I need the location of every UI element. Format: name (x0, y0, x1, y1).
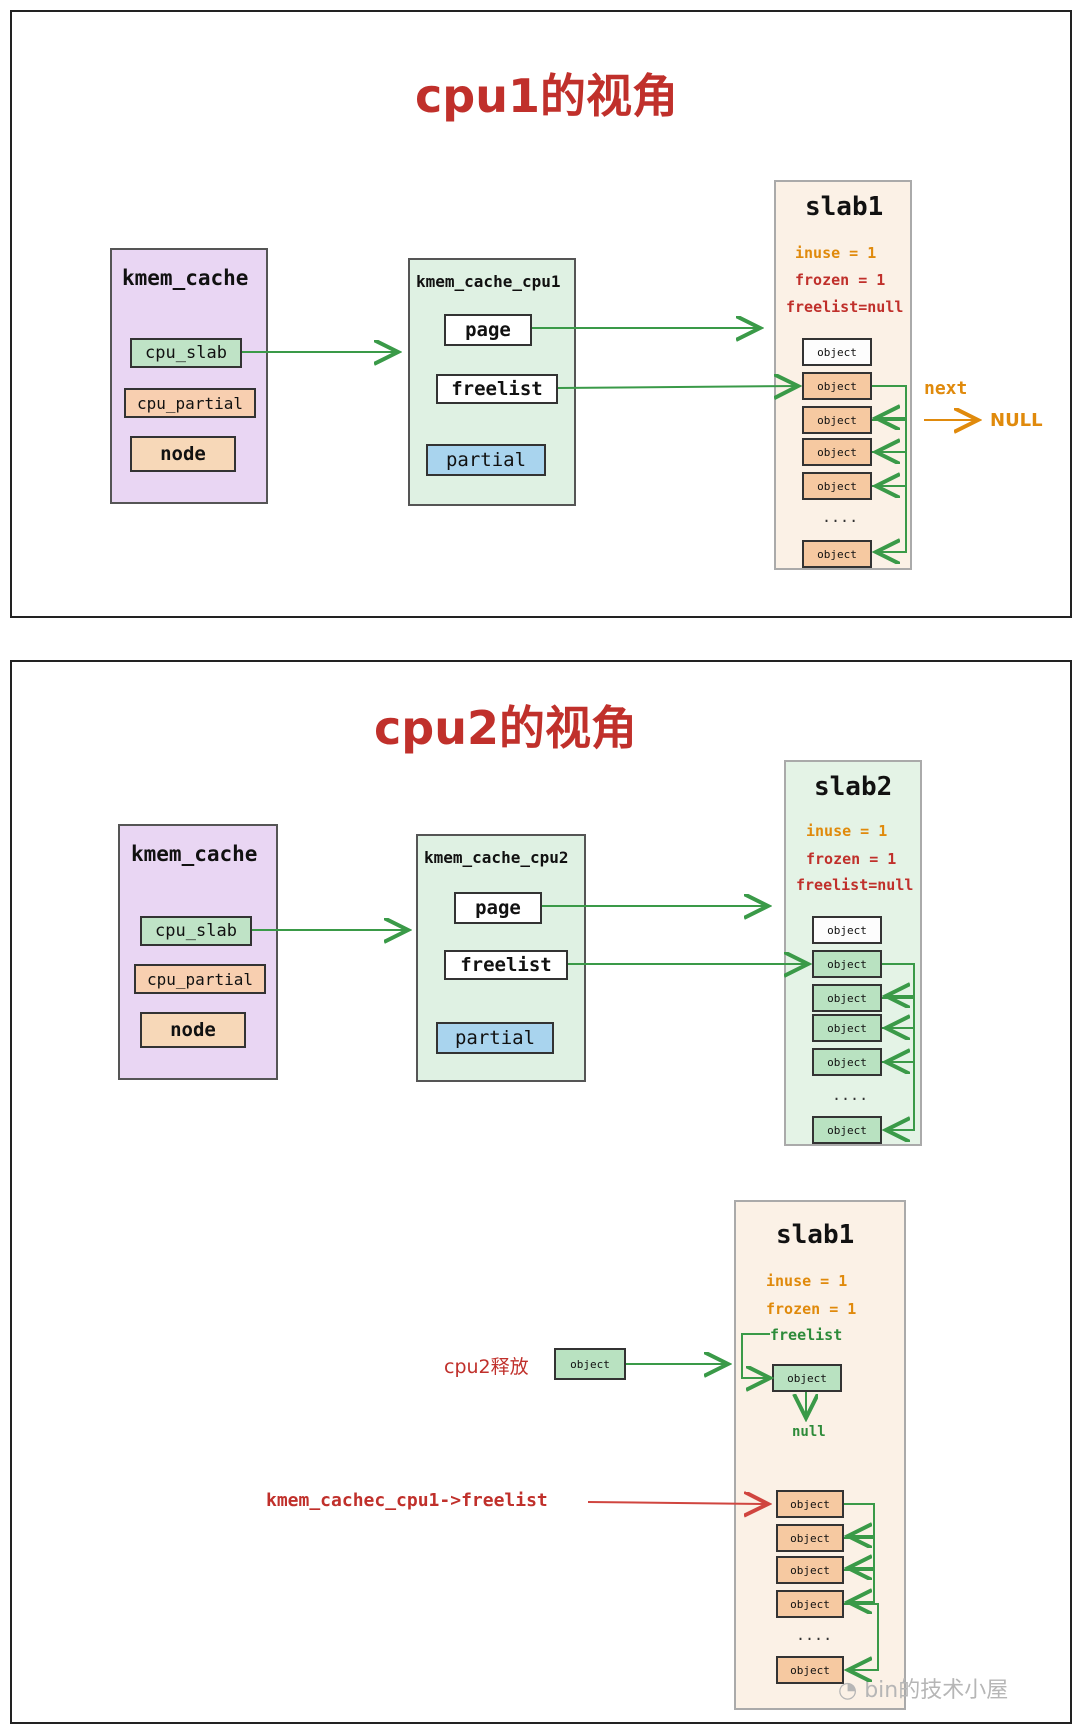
slab1-2-object-1: object (776, 1524, 844, 1552)
kmem-cache-cpu1-label: kmem_cache_cpu1 (416, 272, 561, 291)
arrow-slab1-2-chain-3 (844, 1569, 875, 1602)
freelist-field-2: freelist (444, 950, 568, 980)
slab2-frozen: frozen = 1 (806, 850, 897, 868)
arrow-slab1-2-chain-4 (844, 1603, 879, 1670)
cpu-partial-field-2: cpu_partial (134, 964, 266, 994)
arrow-slab1-2-chain-2 (844, 1537, 875, 1568)
cpu1-view-title: cpu1的视角 (415, 69, 678, 123)
slab2-object-1: object (812, 950, 882, 978)
slab1-dots: .... (822, 508, 859, 526)
arrow-slab2-chain-2 (882, 997, 915, 1028)
slab1-inuse: inuse = 1 (795, 244, 877, 262)
slab1-object-0: object (802, 338, 872, 366)
slab1-2-null: null (792, 1424, 826, 1440)
slab2-dots: .... (832, 1086, 869, 1104)
partial-field: partial (426, 444, 546, 476)
arrow-slab1-2-chain-1 (844, 1503, 875, 1536)
arrow-cpu1-freelist (587, 1502, 768, 1504)
slab1-object-2: object (802, 406, 872, 434)
arrow-next-chain-1 (872, 385, 907, 418)
cpu2-release-label: cpu2释放 (444, 1356, 529, 1378)
slab1-object-5: object (802, 540, 872, 568)
slab1-frozen: frozen = 1 (795, 271, 886, 289)
slab1-2-freelist: freelist (770, 1326, 843, 1344)
slab1-2-freed-object: object (772, 1364, 842, 1392)
slab1-freelist: freelist=null (786, 298, 904, 316)
arrow-slab2-chain-3 (882, 1027, 915, 1062)
slab2-inuse: inuse = 1 (806, 822, 888, 840)
next-label: next (924, 378, 968, 399)
released-object: object (554, 1348, 626, 1380)
arrow-freelist-to-freed-object (741, 1333, 770, 1378)
cpu2-view-title: cpu2的视角 (374, 701, 637, 755)
arrow-slab2-chain-1 (882, 963, 915, 996)
arrow-next-chain-2 (872, 419, 907, 452)
slab1-object-1: object (802, 372, 872, 400)
slab2-object-0: object (812, 916, 882, 944)
slab2-object-3: object (812, 1014, 882, 1042)
cpu1-freelist-label: kmem_cachec_cpu1->freelist (266, 1490, 548, 1511)
slab2-label: slab2 (814, 772, 893, 802)
slab1-2-object-4: object (776, 1656, 844, 1684)
node-field-2: node (140, 1012, 246, 1048)
arrow-freelist-to-slab1 (557, 386, 798, 388)
slab1-2-inuse: inuse = 1 (766, 1272, 848, 1290)
partial-field-2: partial (436, 1022, 554, 1054)
watermark-text: bin的技术小屋 (864, 1678, 1009, 1703)
page-field-2: page (454, 892, 542, 924)
slab2-object-2: object (812, 984, 882, 1012)
page-field: page (444, 314, 532, 346)
node-field: node (130, 436, 236, 472)
slab1-label: slab1 (805, 192, 884, 222)
kmem-cache-cpu2-label: kmem_cache_cpu2 (424, 848, 569, 867)
slab1-2-object-2: object (776, 1556, 844, 1584)
slab1-object-4: object (802, 472, 872, 500)
slab2-freelist: freelist=null (796, 876, 914, 894)
slab2-object-4: object (812, 1048, 882, 1076)
slab1-2-object-0: object (776, 1490, 844, 1518)
kmem-cache-label-2: kmem_cache (131, 842, 258, 866)
watermark: ◔ bin的技术小屋 (838, 1672, 1008, 1704)
slab1-2-dots: .... (796, 1626, 833, 1644)
freelist-field: freelist (436, 374, 558, 404)
slab2-object-5: object (812, 1116, 882, 1144)
null-label: NULL (990, 410, 1043, 431)
slab1-2-object-3: object (776, 1590, 844, 1618)
arrow-next-chain-3 (872, 451, 907, 486)
wechat-icon: ◔ (838, 1678, 858, 1703)
arrow-slab2-chain-4 (882, 1061, 915, 1130)
cpu-partial-field: cpu_partial (124, 388, 256, 418)
slab1-2-frozen: frozen = 1 (766, 1300, 857, 1318)
slab1-label-2: slab1 (776, 1220, 855, 1250)
slab1-object-3: object (802, 438, 872, 466)
kmem-cache-label: kmem_cache (122, 266, 249, 290)
arrow-next-chain-4 (872, 485, 907, 552)
cpu-slab-field-2: cpu_slab (140, 916, 252, 946)
slab1-box-2 (734, 1200, 906, 1710)
cpu-slab-field: cpu_slab (130, 338, 242, 368)
